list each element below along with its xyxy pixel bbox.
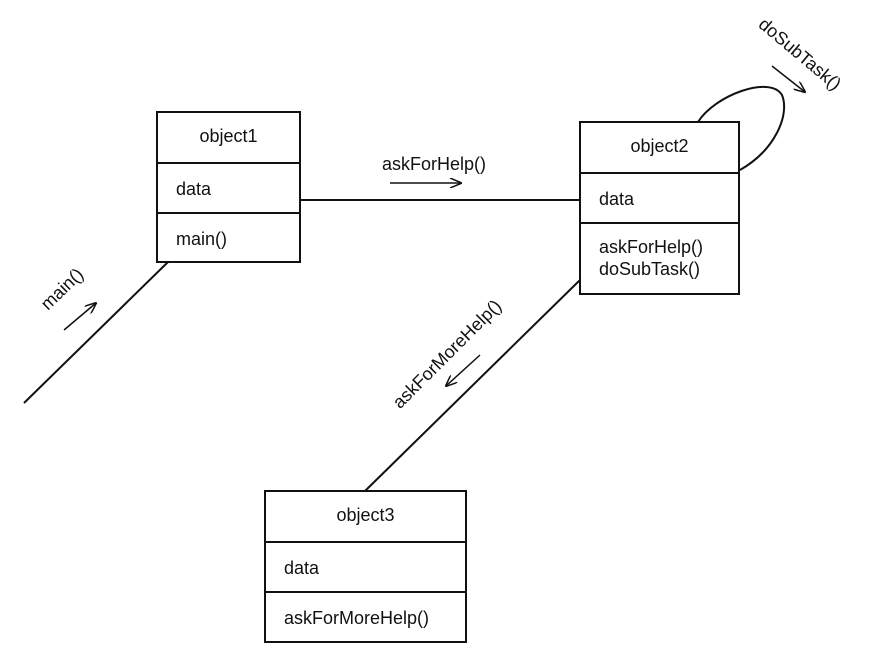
- object2-attributes: data: [581, 172, 738, 222]
- object1-box[interactable]: object1 data main(): [156, 111, 301, 263]
- object2-operation: askForHelp(): [599, 237, 704, 257]
- dosubtask-self-loop: [697, 85, 786, 171]
- object3-name: object3: [336, 505, 395, 525]
- object1-attributes: data: [158, 162, 299, 212]
- object1-operations: main(): [158, 212, 299, 261]
- main-arrow: [63, 303, 96, 331]
- object1-attribute: data: [176, 179, 212, 199]
- object3-box[interactable]: object3 data askForMoreHelp(): [264, 490, 467, 643]
- message-askforhelp-label: askForHelp(): [382, 154, 487, 174]
- object3-attributes: data: [266, 541, 465, 591]
- object2-box[interactable]: object2 data askForHelp() doSubTask(): [579, 121, 740, 295]
- object2-name: object2: [630, 136, 689, 156]
- object1-name: object1: [199, 126, 258, 146]
- object2-object3-link: [364, 279, 581, 492]
- object1-operation: main(): [176, 229, 228, 249]
- object3-operations: askForMoreHelp(): [266, 591, 465, 641]
- object2-operation: doSubTask(): [599, 259, 701, 279]
- askformorehelp-arrow: [446, 354, 481, 386]
- dosubtask-arrow: [771, 65, 805, 92]
- object2-operations: askForHelp() doSubTask(): [581, 222, 738, 293]
- main-link: [23, 261, 169, 404]
- object3-operation: askForMoreHelp(): [284, 608, 430, 628]
- object2-attribute: data: [599, 189, 635, 209]
- object3-attribute: data: [284, 558, 320, 578]
